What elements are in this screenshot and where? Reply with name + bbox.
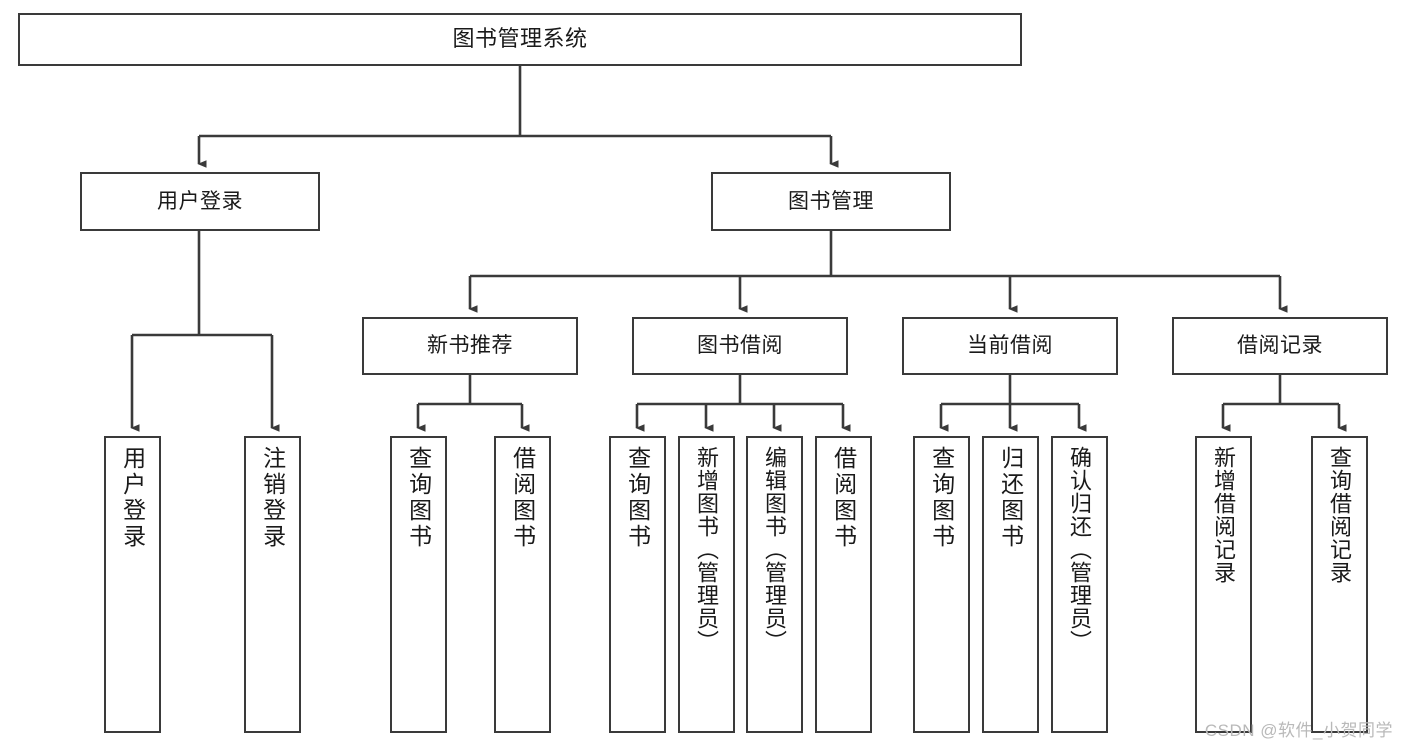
node-leaf-query-book-2-label: 查询图书 — [624, 446, 651, 550]
node-leaf-add-record-label: 新增借阅记录 — [1211, 446, 1237, 584]
node-leaf-query-book-1-label: 查询图书 — [405, 446, 432, 550]
node-root-label: 图书管理系统 — [452, 26, 588, 52]
node-leaf-user-login-label: 用户登录 — [119, 446, 146, 550]
node-leaf-confirm-return[interactable]: 确认归还（管理员） — [1051, 436, 1108, 733]
node-leaf-borrow-book-2[interactable]: 借阅图书 — [815, 436, 872, 733]
node-leaf-add-record[interactable]: 新增借阅记录 — [1195, 436, 1252, 733]
node-root[interactable]: 图书管理系统 — [18, 13, 1022, 66]
node-leaf-query-book-2[interactable]: 查询图书 — [609, 436, 666, 733]
node-current-borrow[interactable]: 当前借阅 — [902, 317, 1118, 375]
watermark-text: CSDN @软件_小贺同学 — [1204, 721, 1393, 740]
node-leaf-query-record-label: 查询借阅记录 — [1327, 446, 1353, 584]
node-leaf-add-book-label: 新增图书（管理员） — [694, 446, 720, 653]
node-book-management[interactable]: 图书管理 — [711, 172, 951, 231]
node-new-book-recommend[interactable]: 新书推荐 — [362, 317, 578, 375]
node-book-borrow[interactable]: 图书借阅 — [632, 317, 848, 375]
node-user-login-label: 用户登录 — [157, 189, 243, 213]
node-leaf-return-book[interactable]: 归还图书 — [982, 436, 1039, 733]
node-leaf-borrow-book-1[interactable]: 借阅图书 — [494, 436, 551, 733]
node-leaf-user-login[interactable]: 用户登录 — [104, 436, 161, 733]
node-leaf-edit-book-label: 编辑图书（管理员） — [762, 446, 788, 653]
node-leaf-edit-book[interactable]: 编辑图书（管理员） — [746, 436, 803, 733]
node-leaf-return-book-label: 归还图书 — [997, 446, 1024, 550]
node-current-borrow-label: 当前借阅 — [967, 334, 1053, 358]
node-new-book-recommend-label: 新书推荐 — [427, 334, 513, 358]
node-book-borrow-label: 图书借阅 — [697, 334, 783, 358]
node-leaf-query-book-1[interactable]: 查询图书 — [390, 436, 447, 733]
node-leaf-confirm-return-label: 确认归还（管理员） — [1067, 446, 1093, 653]
node-borrow-record-label: 借阅记录 — [1237, 334, 1323, 358]
node-borrow-record[interactable]: 借阅记录 — [1172, 317, 1388, 375]
node-leaf-logout-label: 注销登录 — [259, 446, 286, 550]
node-leaf-query-book-3[interactable]: 查询图书 — [913, 436, 970, 733]
node-leaf-query-book-3-label: 查询图书 — [928, 446, 955, 550]
node-book-management-label: 图书管理 — [788, 189, 874, 213]
node-leaf-query-record[interactable]: 查询借阅记录 — [1311, 436, 1368, 733]
node-leaf-logout[interactable]: 注销登录 — [244, 436, 301, 733]
node-user-login[interactable]: 用户登录 — [80, 172, 320, 231]
node-leaf-add-book[interactable]: 新增图书（管理员） — [678, 436, 735, 733]
node-leaf-borrow-book-2-label: 借阅图书 — [830, 446, 857, 550]
node-leaf-borrow-book-1-label: 借阅图书 — [509, 446, 536, 550]
